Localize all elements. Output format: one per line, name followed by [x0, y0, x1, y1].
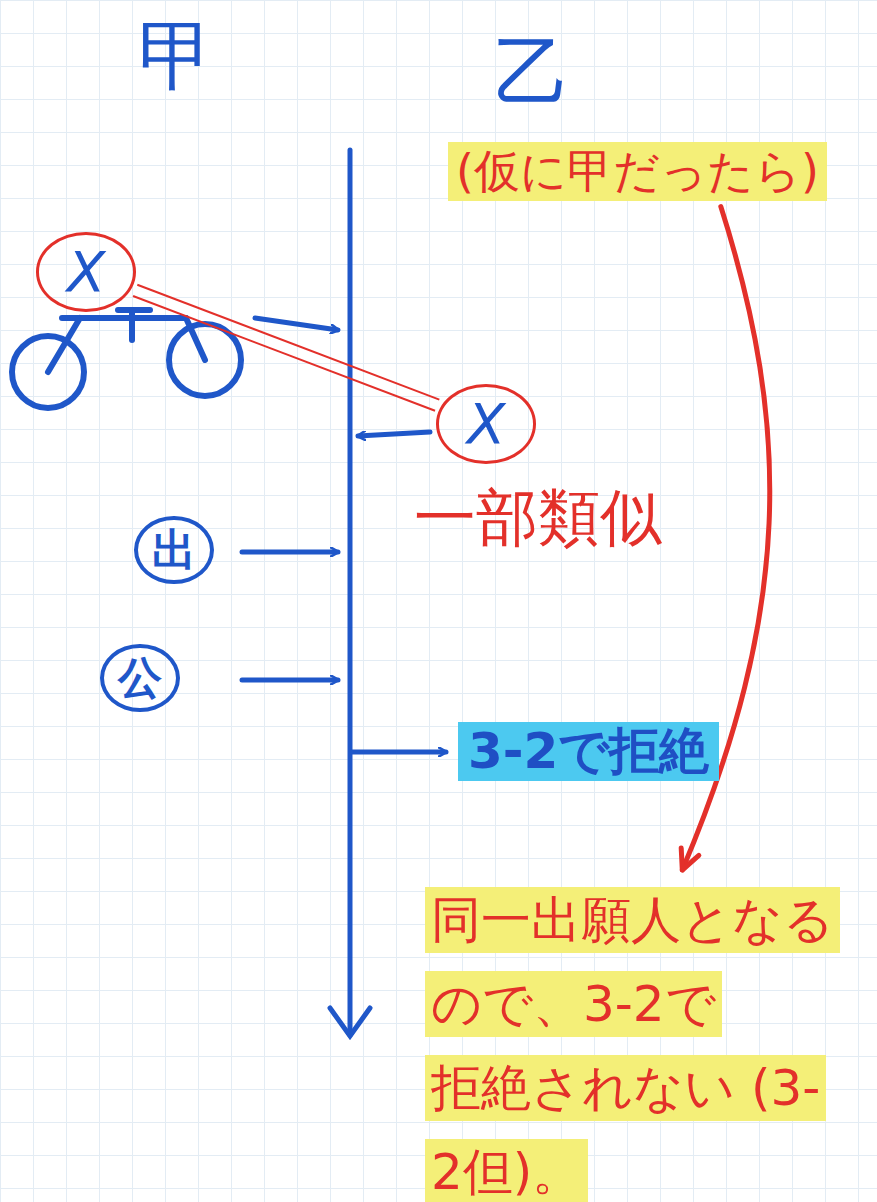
note-band: (仮に甲だったら) — [448, 142, 827, 201]
timeline — [348, 150, 353, 1035]
arrow — [358, 432, 430, 436]
circled-mark: X — [36, 232, 136, 312]
node-text: 3-2で拒絶 — [468, 722, 709, 780]
party-heading: 乙 — [494, 30, 570, 114]
node-text: 出 — [152, 524, 196, 575]
circled-mark: 出 — [134, 516, 214, 584]
bicycle-stay — [186, 318, 205, 360]
circled-mark: X — [436, 384, 536, 464]
bicycle-frame — [62, 315, 186, 321]
arrow — [242, 550, 338, 555]
arrow — [255, 318, 338, 330]
connector — [133, 285, 439, 411]
bicycle-fork — [48, 318, 80, 372]
note-text: 一部類似 — [414, 484, 662, 552]
connector-line — [137, 285, 439, 400]
arrow — [242, 678, 338, 683]
connector-line — [133, 296, 435, 411]
circled-mark: 公 — [100, 644, 180, 712]
arrow — [352, 750, 446, 755]
node-text: 公 — [118, 652, 162, 703]
timeline-head — [330, 1008, 370, 1036]
node-text: X — [467, 391, 505, 456]
note-block: 同一出願人となる ので、3-2で 拒絶されない (3-2但)。 — [425, 878, 840, 1202]
result-band: 3-2で拒絶 — [458, 722, 719, 781]
party-heading: 甲 — [138, 14, 214, 98]
arrow-head — [681, 848, 699, 870]
node-text: (仮に甲だったら) — [456, 144, 819, 198]
bicycle-post — [129, 310, 135, 340]
node-text: X — [67, 239, 105, 304]
node-text: 同一出願人となる ので、3-2で 拒絶されない (3-2但)。 — [425, 887, 840, 1202]
